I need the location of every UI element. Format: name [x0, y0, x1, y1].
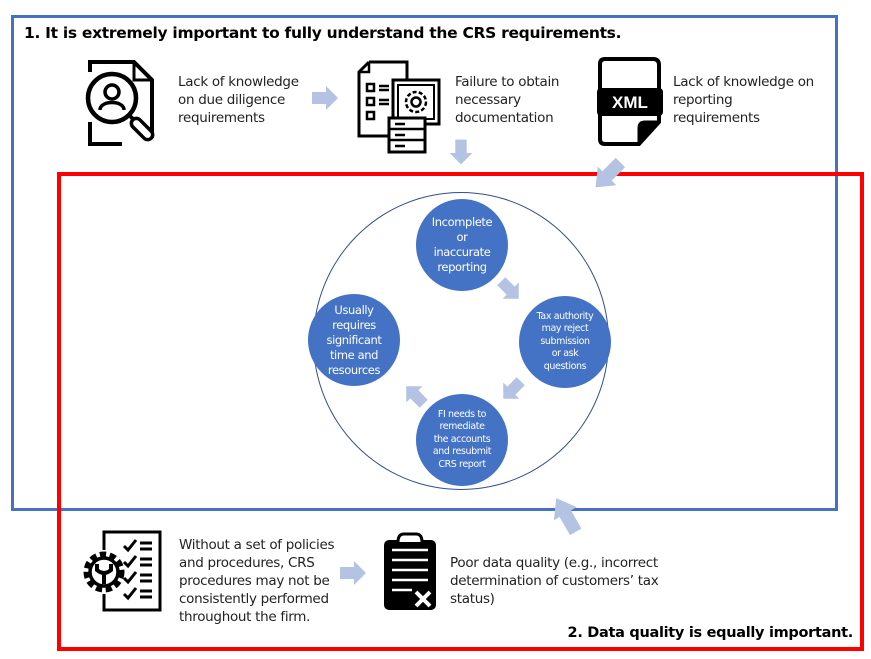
magnifier-user-document-icon — [85, 60, 155, 146]
section-2-frame — [57, 172, 864, 651]
gear-checklist-icon — [83, 530, 162, 612]
documents-gear-icon — [357, 60, 441, 154]
due-diligence-label: Lack of knowledge on due diligence requi… — [178, 74, 299, 126]
reporting-requirements-label: Lack of knowledge on reporting requireme… — [673, 74, 814, 126]
xml-file-icon: XML — [597, 57, 663, 146]
section-2-heading: 2. Data quality is equally important. — [567, 625, 854, 641]
xml-icon-text: XML — [612, 93, 648, 112]
cycle-node-incomplete-reporting: Incomplete or inaccurate reporting — [416, 199, 508, 291]
poor-data-quality-label: Poor data quality (e.g., incorrect deter… — [450, 555, 659, 607]
cycle-node-remediate: FI needs to remediate the accounts and r… — [416, 394, 508, 486]
section-1-frame — [11, 15, 838, 511]
documentation-label: Failure to obtain necessary documentatio… — [455, 74, 560, 126]
cycle-node-tax-authority: Tax authority may reject submission or a… — [519, 296, 611, 388]
section-1-heading: 1. It is extremely important to fully un… — [24, 24, 622, 42]
clipboard-reject-icon — [384, 532, 436, 610]
cycle-node-time-resources: Usually requires significant time and re… — [308, 294, 400, 386]
policies-procedures-label: Without a set of policies and procedures… — [179, 537, 335, 625]
